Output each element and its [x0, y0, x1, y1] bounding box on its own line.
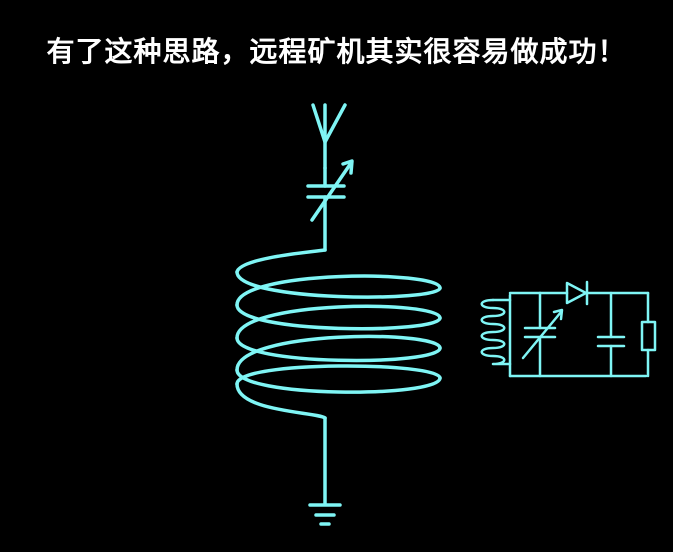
slide-title: 有了这种思路，远程矿机其实很容易做成功！ — [46, 35, 627, 68]
secondary-coil-icon — [480, 293, 512, 378]
antenna-icon — [311, 103, 347, 170]
tuning-capacitor-icon — [508, 291, 648, 378]
filter-capacitor-icon — [596, 291, 626, 378]
ground-icon — [308, 503, 342, 526]
diode-icon — [538, 280, 650, 306]
primary-coil-icon — [235, 248, 442, 505]
variable-capacitor-icon — [306, 159, 354, 252]
load-resistor-icon — [640, 291, 657, 378]
